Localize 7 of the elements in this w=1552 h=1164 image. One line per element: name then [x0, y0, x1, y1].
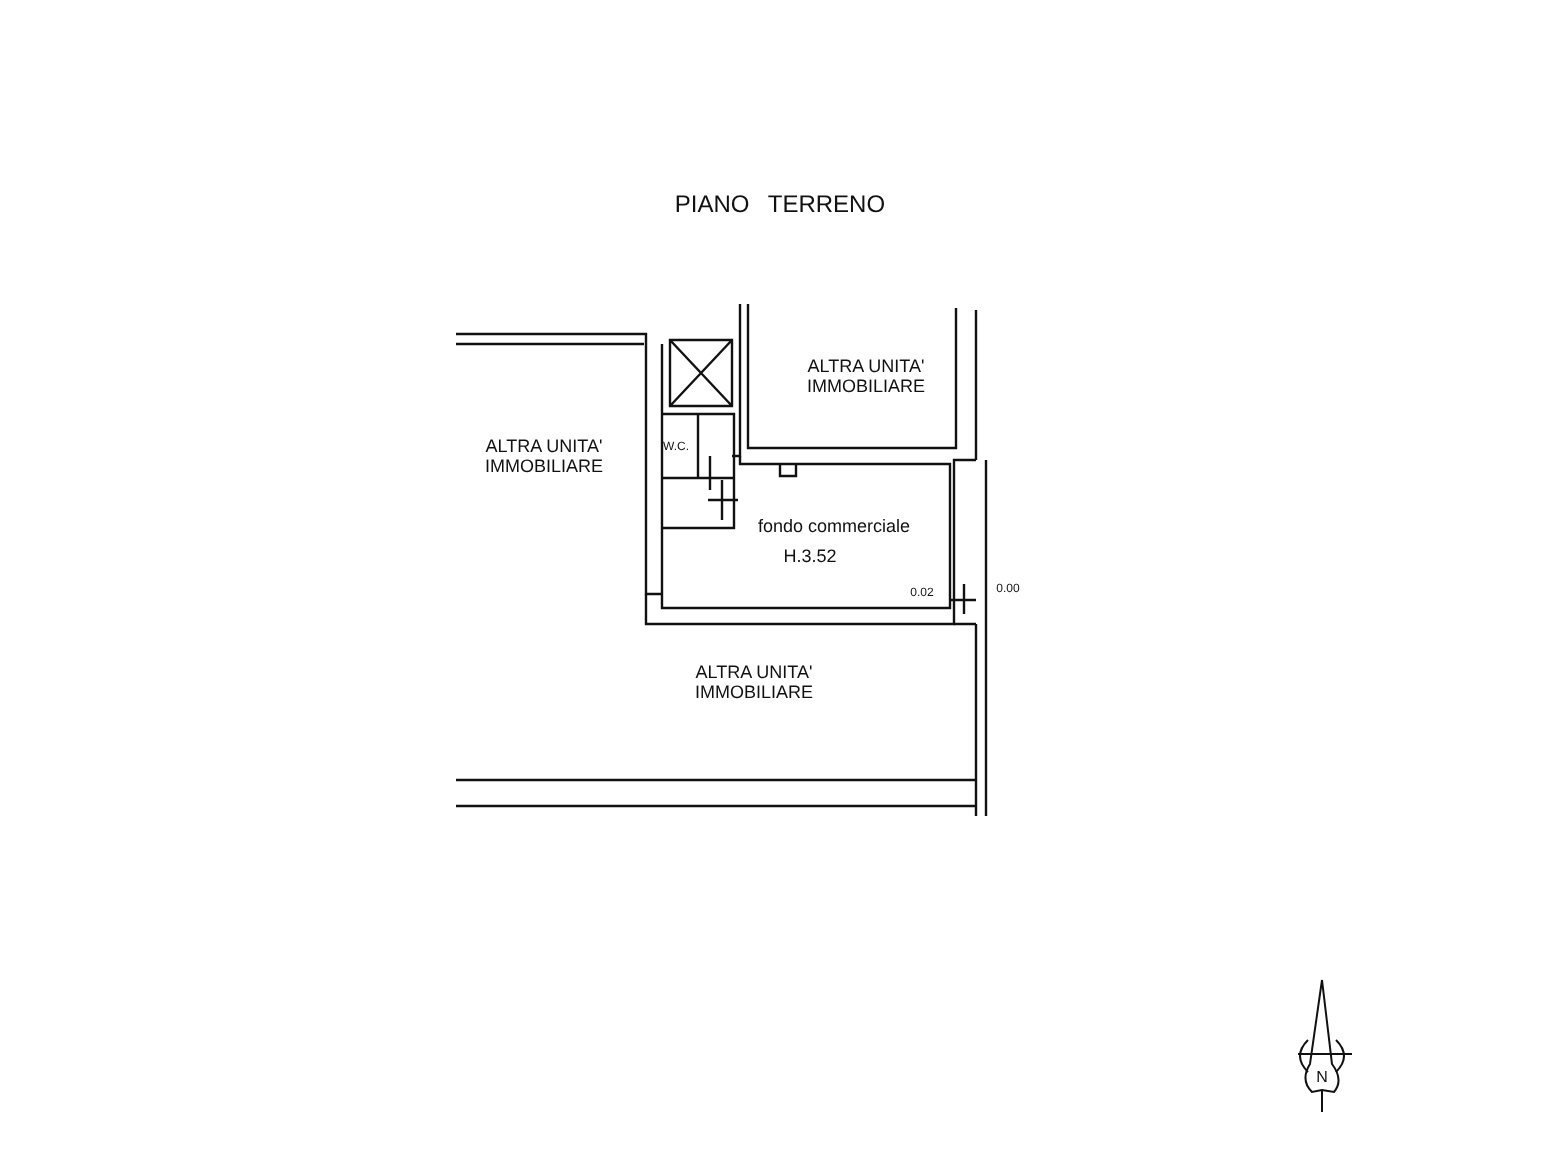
- plan-title: PIANO TERRENO: [672, 190, 888, 218]
- unit-label: ALTRA UNITA' IMMOBILIARE: [692, 662, 815, 702]
- height-label: H.3.52: [781, 546, 839, 566]
- room-label: fondo commerciale: [756, 516, 912, 536]
- north-label: N: [1314, 1068, 1330, 1088]
- unit-label: ALTRA UNITA' IMMOBILIARE: [482, 436, 605, 476]
- unit-label: ALTRA UNITA' IMMOBILIARE: [804, 356, 927, 396]
